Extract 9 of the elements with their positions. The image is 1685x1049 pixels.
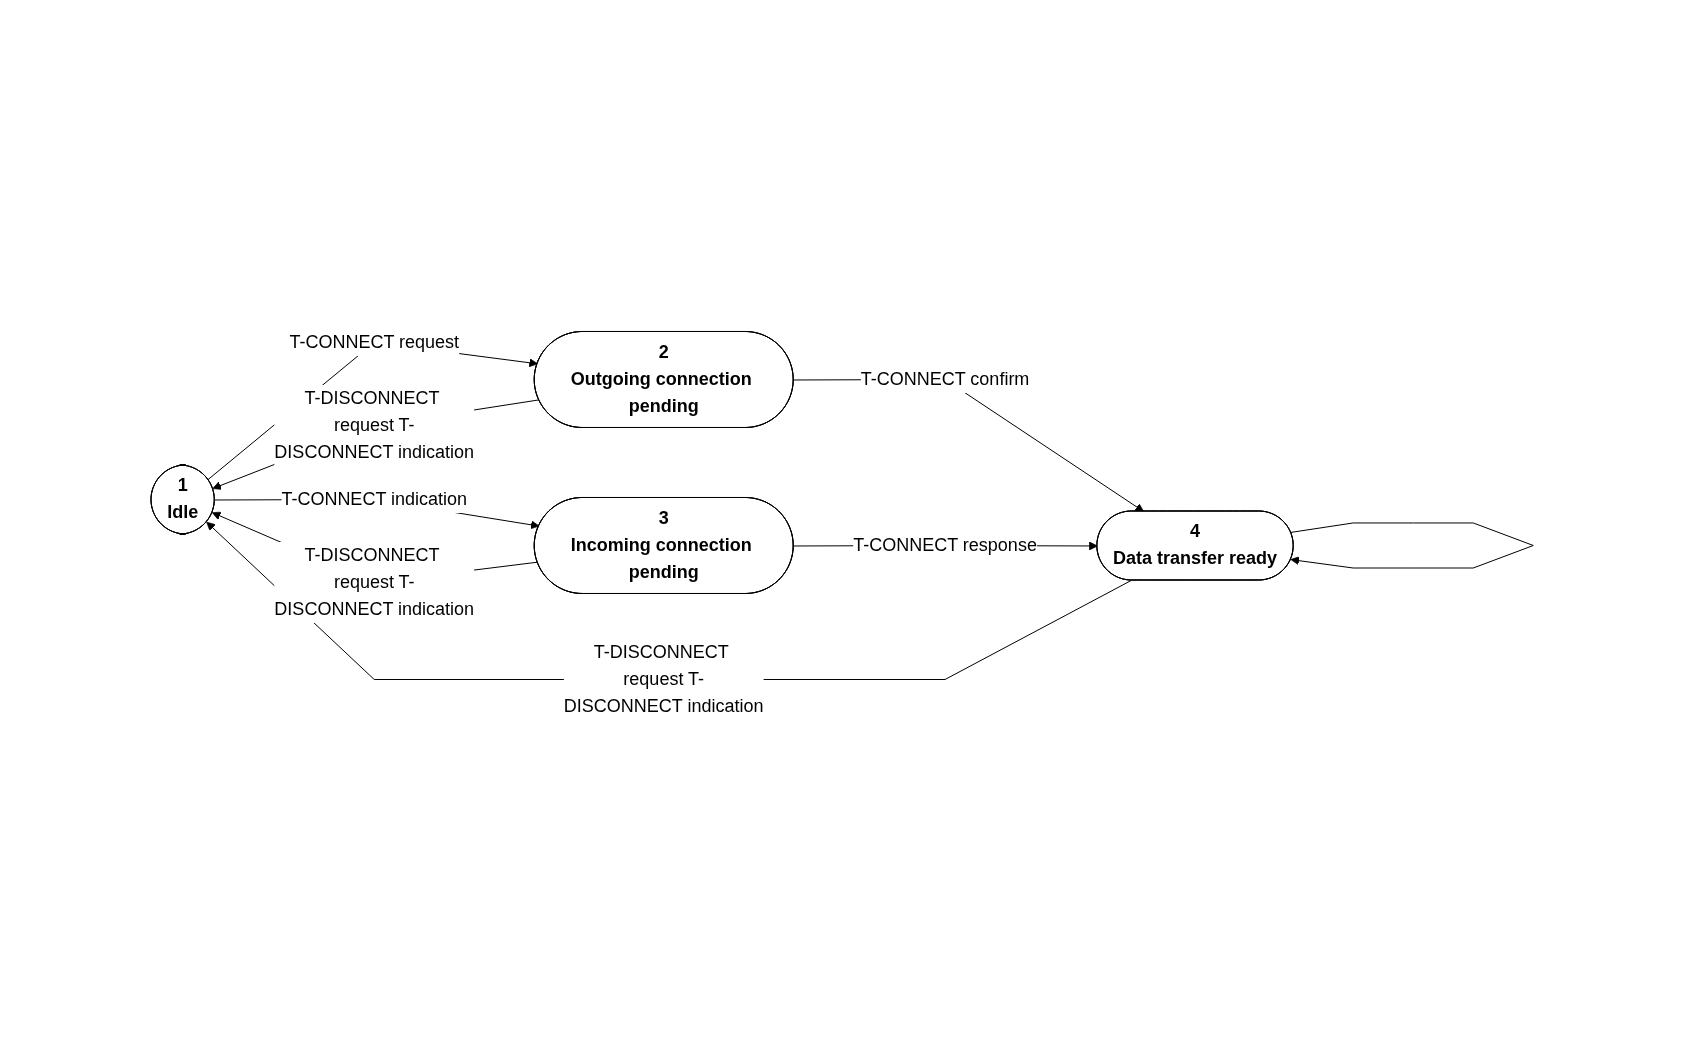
edge-label: T-DISCONNECT request T-DISCONNECT indication	[274, 388, 475, 462]
arrow	[206, 521, 1132, 680]
edge-label: T-CONNECT indication	[281, 488, 468, 509]
arrow	[1290, 522, 1535, 569]
edge-label: T-CONNECT confirm	[860, 369, 1030, 389]
edge-label: T-DISCONNECT request T-DISCONNECT indication	[564, 641, 764, 716]
edge-label: T-CONNECT request	[289, 332, 460, 352]
edge-label: T-DISCONNECT request T-DISCONNECT indication	[274, 544, 475, 619]
edge-label: T-CONNECT response	[853, 534, 1038, 555]
